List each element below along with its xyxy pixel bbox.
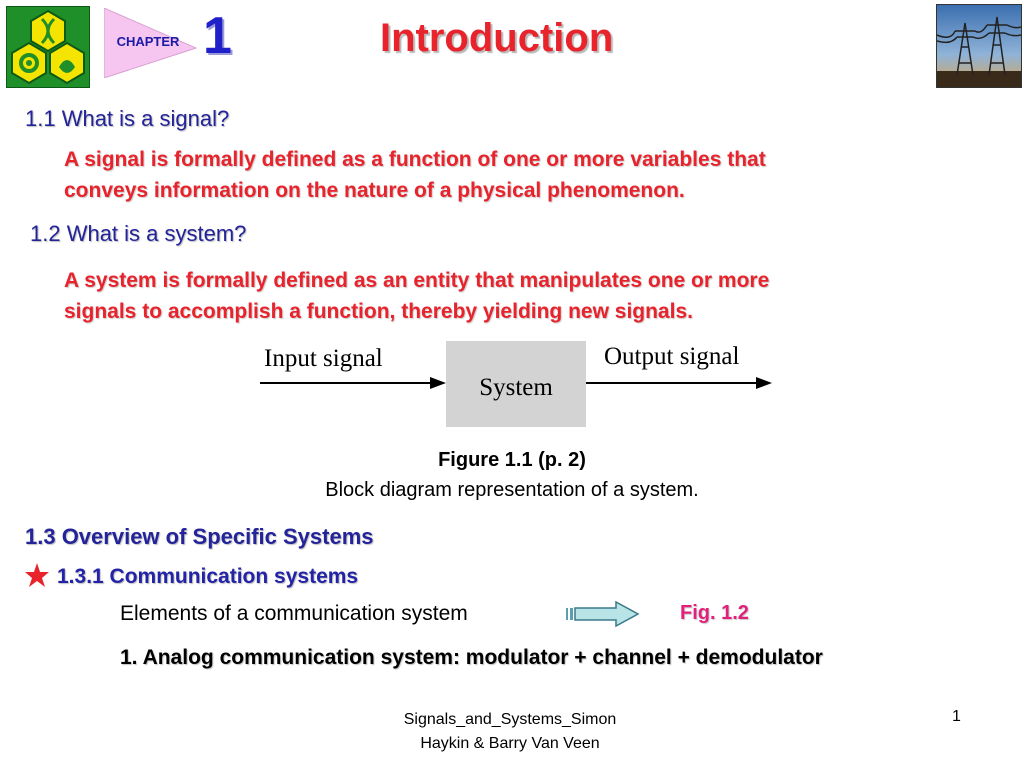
system-definition: A system is formally defined as an entit… — [64, 265, 964, 327]
figure-caption-text: Block diagram representation of a system… — [325, 479, 699, 501]
analog-system-text: 1. Analog communication system: modulato… — [120, 646, 823, 669]
star-icon — [24, 562, 50, 588]
figure-reference-link[interactable]: Fig. 1.2 — [680, 602, 749, 624]
signal-definition: A signal is formally defined as a functi… — [64, 144, 964, 206]
footer-source: Signals_and_Systems_Simon Haykin & Barry… — [360, 708, 660, 756]
chapter-tab — [103, 7, 200, 79]
output-arrow-head — [756, 377, 772, 389]
system-label: System — [479, 374, 553, 401]
chapter-number: 1 — [203, 7, 232, 65]
section-heading-overview: 1.3 Overview of Specific Systems — [25, 524, 374, 549]
footer-source-line: Signals_and_Systems_Simon — [403, 711, 617, 728]
subsection-heading-communication: 1.3.1 Communication systems — [57, 565, 359, 588]
system-definition-line: A system is formally defined as an entit… — [64, 269, 770, 292]
elements-text: Elements of a communication system — [120, 602, 468, 625]
figure-caption-title: Figure 1.1 (p. 2) — [438, 449, 586, 471]
input-signal-label: Input signal — [264, 345, 383, 372]
section-heading-signal: 1.1 What is a signal? — [25, 106, 230, 131]
system-box — [446, 341, 586, 427]
chapter-label: CHAPTER — [116, 34, 180, 49]
university-logo — [6, 6, 90, 88]
block-diagram: Input signal System Output signal — [250, 336, 790, 436]
footer-source-line: Haykin & Barry Van Veen — [420, 735, 600, 752]
output-signal-label: Output signal — [604, 343, 739, 370]
signal-definition-line: A signal is formally defined as a functi… — [64, 148, 766, 171]
page-number: 1 — [952, 708, 961, 725]
arrow-right-icon — [564, 600, 640, 628]
signal-definition-line: conveys information on the nature of a p… — [64, 179, 685, 202]
system-definition-line: signals to accomplish a function, thereb… — [64, 300, 693, 323]
power-lines-photo — [936, 4, 1022, 88]
input-arrow-head — [430, 377, 446, 389]
section-heading-system: 1.2 What is a system? — [30, 221, 247, 246]
slide-title: Introduction — [380, 16, 614, 60]
